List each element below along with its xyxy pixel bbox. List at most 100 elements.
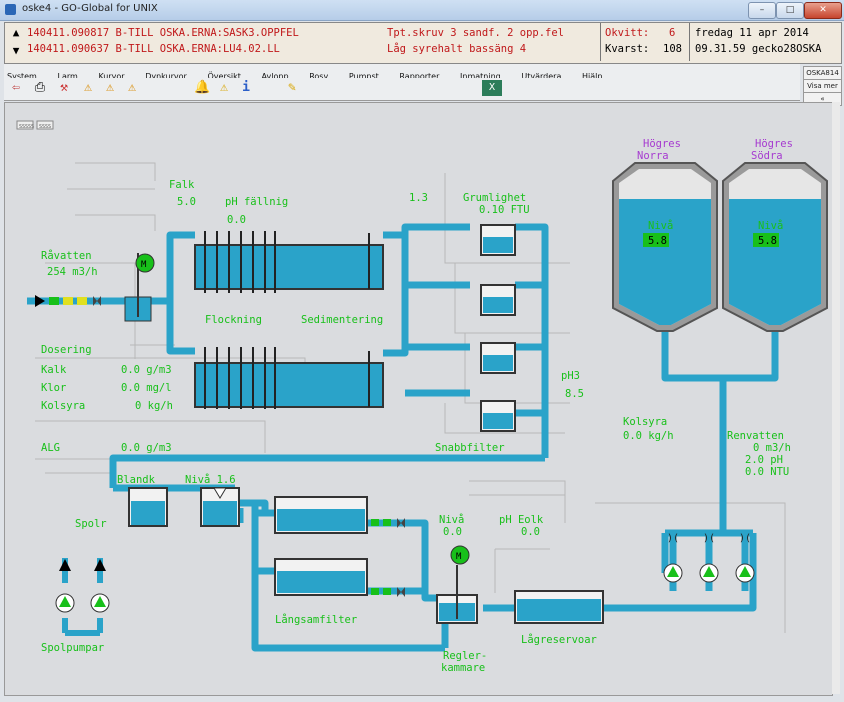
mixer-motor-icon[interactable] — [135, 253, 155, 273]
regler-niva-value: 0.0 — [443, 526, 462, 538]
kolsyra2-value: 0.0 kg/h — [623, 430, 674, 442]
falk-label: Falk — [169, 179, 195, 191]
rapid-filters[interactable] — [480, 224, 516, 432]
snabbfilter-label: Snabbfilter — [435, 442, 505, 454]
menu-avlopp[interactable]: Avlopp — [261, 72, 289, 81]
alarm-code-2[interactable]: 140411.090637 B-TILL OSKA.ERNA:LU4.02.LL — [27, 43, 280, 55]
reservoir-sodra[interactable] — [722, 162, 828, 332]
menu-oversikt[interactable]: Översikt — [207, 72, 241, 81]
alarm-counters: Okvitt: 6 Kvarst: 108 — [600, 23, 689, 61]
dos-kalk-value: 0.0 g/m3 — [121, 364, 172, 376]
date-text: fredag 11 apr 2014 — [695, 27, 809, 39]
process-diagram: SSSSS SSSS — [16, 120, 828, 674]
reglerkammare-label-2: kammare — [441, 662, 485, 674]
alarm-down-arrow-icon[interactable]: ▼ — [12, 44, 20, 57]
close-button[interactable]: ✕ — [804, 2, 842, 19]
menu-rapporter[interactable]: Rapporter — [399, 72, 440, 81]
blandk-tanks[interactable] — [128, 487, 240, 527]
maximize-button[interactable]: □ — [776, 2, 804, 19]
tag-box-b[interactable] — [36, 120, 54, 130]
spolpumpar-label: Spolpumpar — [41, 642, 104, 654]
visa-mer-button[interactable]: Visa mer — [803, 79, 842, 93]
alarm-code-1[interactable]: 140411.090817 B-TILL OSKA.ERNA:SASK3.OPP… — [27, 27, 299, 39]
hogres-sodra-label-1: Högres — [755, 138, 793, 150]
alarm-up-arrow-icon[interactable]: ▲ — [12, 26, 20, 39]
inlet-valves[interactable] — [35, 295, 101, 307]
renvatten-label: Renvatten — [727, 430, 784, 442]
bell-icon[interactable]: 🔔 — [194, 80, 211, 95]
regler-niva-label: Nivå — [439, 513, 464, 526]
dosering-label: Dosering — [41, 344, 92, 356]
renvatten-ph: 2.0 pH — [745, 454, 783, 466]
blandk-niva: Nivå 1.6 — [185, 473, 236, 486]
kolsyra2-label: Kolsyra — [623, 416, 667, 428]
flocculation-basin-lower[interactable] — [194, 347, 384, 409]
regler-motor-icon[interactable] — [450, 545, 470, 565]
process-mimic: SSSSS SSSS — [4, 102, 833, 696]
control-chamber[interactable]: M — [436, 545, 478, 624]
small-value: 1.3 — [409, 192, 428, 204]
lagreservoar-label: Lågreservoar — [521, 633, 597, 646]
window-titlebar: oske4 - GO-Global for UNIX – □ ✕ — [0, 0, 844, 21]
flocculation-basin-upper[interactable] — [194, 231, 384, 293]
print-icon[interactable]: ⎙ — [34, 80, 46, 95]
alarm-list-icon[interactable]: ⚠ — [220, 80, 228, 95]
kvarst-label: Kvarst: — [605, 43, 650, 55]
flush-pumps[interactable] — [55, 559, 110, 613]
alarm-warning-icon[interactable]: ⚠ — [84, 80, 92, 95]
ph-fallning-value: 0.0 — [227, 214, 246, 226]
low-reservoir[interactable] — [514, 590, 604, 624]
flockning-label: Flockning — [205, 314, 262, 326]
okvitt-value: 6 — [669, 27, 676, 39]
menu-larm[interactable]: Larm — [57, 72, 78, 81]
menu-rosv[interactable]: Rosv — [309, 72, 329, 81]
menu-kurvor[interactable]: Kurvor — [98, 72, 125, 81]
tools-icon[interactable]: ⚒ — [60, 80, 68, 95]
alarm-block-icon[interactable]: ⚠ — [128, 80, 136, 95]
renvatten-flow: 0 m3/h — [753, 442, 791, 454]
ravatten-label: Råvatten — [41, 249, 92, 262]
app-icon — [5, 4, 16, 15]
menu-dynkurvor[interactable]: Dynkurvor — [145, 72, 187, 81]
note-icon[interactable]: ✎ — [288, 80, 296, 95]
grumlighet-label: Grumlighet — [463, 192, 526, 204]
svg-text:M: M — [141, 260, 147, 270]
ph3-value: 8.5 — [565, 388, 584, 400]
alg-value: 0.0 g/m3 — [121, 442, 172, 454]
minimize-button[interactable]: – — [748, 2, 776, 19]
slow-filters[interactable] — [274, 496, 405, 597]
clean-water-pumps[interactable]: )( )( )( — [663, 533, 755, 583]
alarm-ack-icon[interactable]: ⚠ — [106, 80, 114, 95]
excel-icon[interactable]: X — [482, 80, 502, 96]
hogres-norra-label-2: Norra — [637, 150, 669, 162]
date-panel: fredag 11 apr 2014 09.31.59 gecko28OSKA — [689, 23, 840, 61]
menu-utvardera[interactable]: Utvärdera — [521, 72, 562, 81]
window-title: oske4 - GO-Global for UNIX — [22, 3, 158, 14]
dos-klor-name: Klor — [41, 382, 66, 394]
langsamfilter-label: Långsamfilter — [275, 613, 357, 626]
spolr-label: Spolr — [75, 518, 107, 530]
falk-value: 5.0 — [177, 196, 196, 208]
info-icon[interactable]: i — [242, 80, 250, 95]
menu-hjalp[interactable]: Hjälp — [581, 72, 603, 81]
user-button[interactable]: OSKA814 — [803, 66, 842, 80]
ph-eolk-value: 0.0 — [521, 526, 540, 538]
back-icon[interactable]: ⇦ — [12, 80, 20, 95]
mixer-tank[interactable]: M — [124, 253, 155, 322]
dos-kolsyra-name: Kolsyra — [41, 400, 85, 412]
tag-box-a[interactable] — [16, 120, 34, 130]
time-user-text: 09.31.59 gecko28OSKA — [695, 43, 822, 55]
alarm-text-1[interactable]: Tpt.skruv 3 sandf. 2 opp.fel — [387, 27, 565, 39]
menu-inmatning[interactable]: Inmatning — [460, 72, 501, 81]
reservoir-norra[interactable] — [612, 162, 718, 332]
dos-kalk-name: Kalk — [41, 364, 67, 376]
menu-system[interactable]: System — [7, 72, 37, 81]
toolbar: ⇦ ⎙ ⚒ ⚠ ⚠ ⚠ 🔔 ⚠ i ✎ X — [4, 78, 800, 101]
vertical-scrollbar[interactable] — [832, 102, 840, 694]
alarm-text-2[interactable]: Låg syrehalt bassäng 4 — [387, 43, 527, 55]
svg-text:M: M — [456, 552, 462, 562]
ph-eolk-label: pH Eolk — [499, 514, 544, 526]
menu-pumpst[interactable]: Pumpst — [348, 72, 379, 81]
dos-kolsyra-value: 0 kg/h — [135, 400, 173, 412]
ph3-label: pH3 — [561, 370, 580, 382]
